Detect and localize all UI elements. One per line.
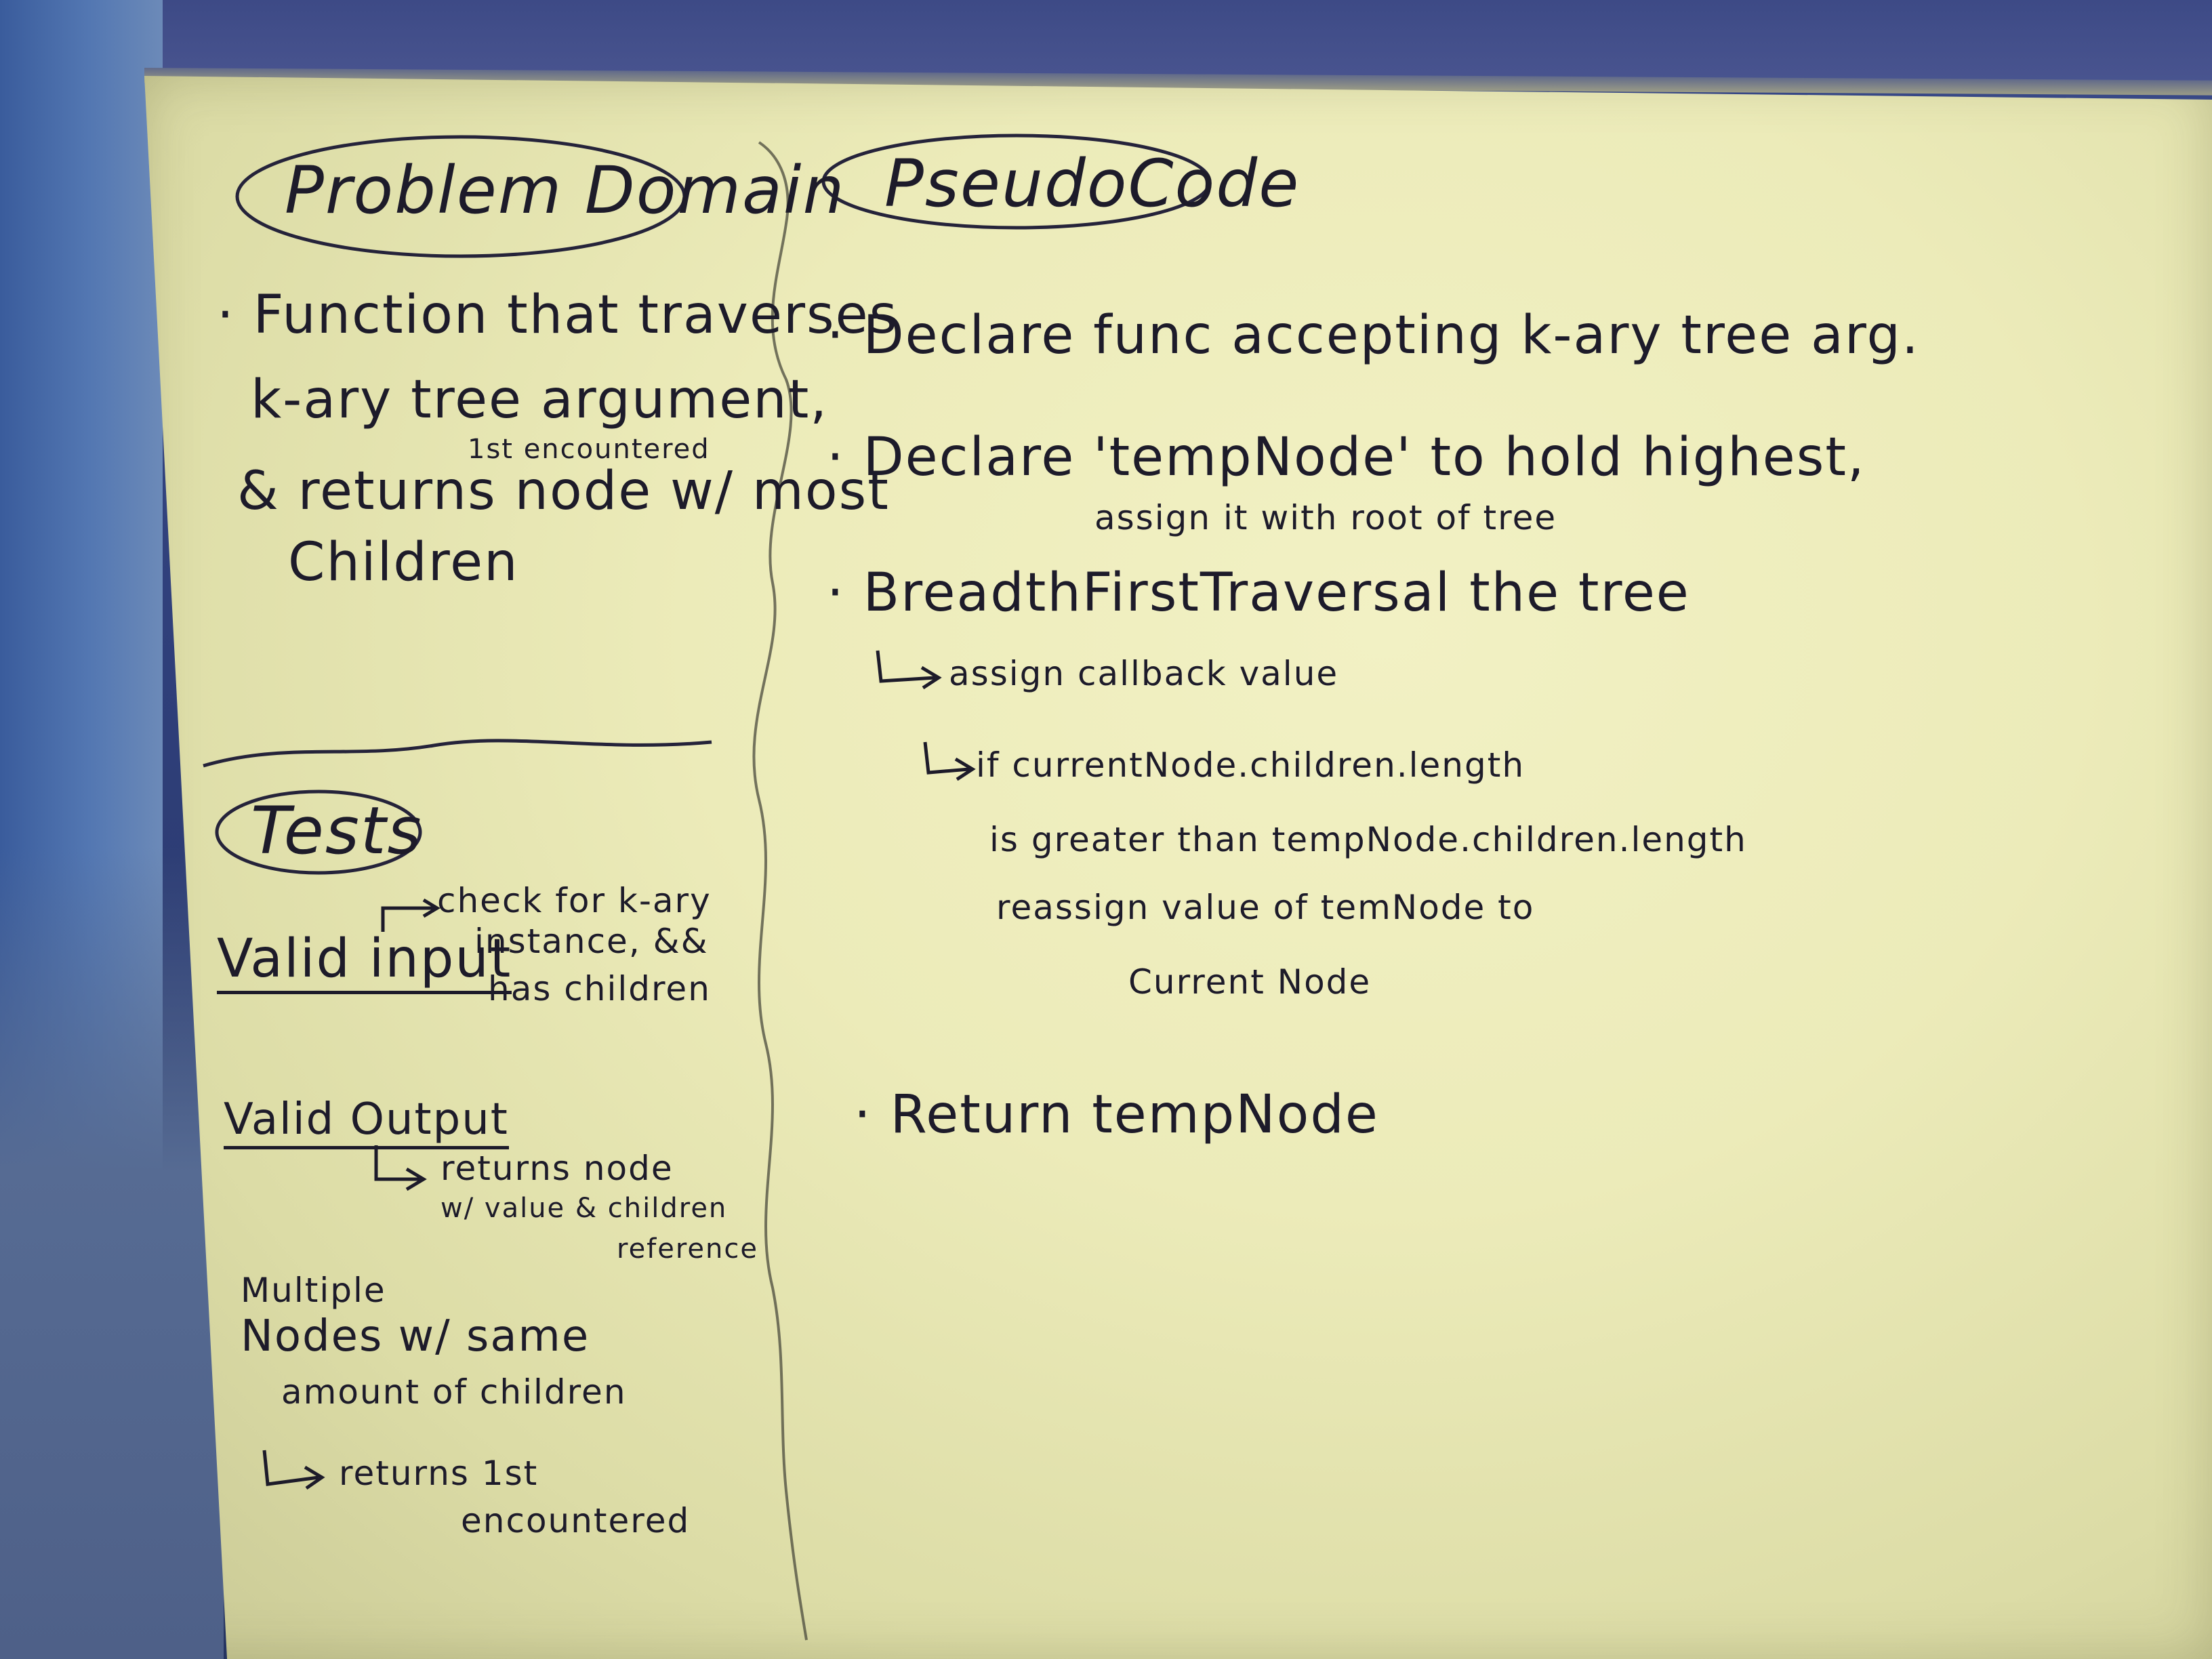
- multiple-line-1: Multiple: [241, 1271, 386, 1310]
- pseudocode-step-3b-3: reassign value of temNode to: [996, 888, 1535, 927]
- valid-input-note-1: check for k-ary: [437, 881, 712, 920]
- multiple-note-2: encountered: [461, 1501, 691, 1540]
- whiteboard: [144, 76, 2212, 1659]
- tests-ellipse: [215, 790, 422, 875]
- horizontal-divider: [203, 739, 712, 768]
- tests-heading: Tests: [251, 793, 423, 869]
- check-arrow: [381, 906, 434, 932]
- valid-output-note-1: returns node: [441, 1149, 674, 1188]
- problem-domain-insert: 1st encountered: [468, 434, 710, 465]
- valid-output-note-2: w/ value & children: [441, 1193, 728, 1224]
- assign-callback-arrow: [876, 650, 936, 683]
- valid-output-label: Valid Output: [224, 1094, 509, 1149]
- pseudocode-step-1: · Declare func accepting k-ary tree arg.: [827, 305, 1920, 366]
- pseudocode-ellipse: [821, 134, 1212, 230]
- pseudocode-step-3a: assign callback value: [949, 654, 1339, 693]
- pseudocode-heading: PseudoCode: [884, 146, 1300, 222]
- returns-node-arrow: [374, 1145, 420, 1181]
- pseudocode-step-3b-2: is greater than tempNode.children.length: [989, 820, 1747, 859]
- problem-domain-ellipse: [235, 135, 687, 258]
- multiple-line-2: Nodes w/ same: [241, 1311, 590, 1361]
- valid-input-note-3: has children: [488, 969, 711, 1008]
- pseudocode-step-3b-4: Current Node: [1128, 962, 1372, 1002]
- problem-domain-line-2: k-ary tree argument,: [251, 369, 829, 430]
- problem-domain-line-1: · Function that traverses: [217, 285, 899, 346]
- pseudocode-step-2b: assign it with root of tree: [1094, 498, 1557, 537]
- problem-domain-line-4: Children: [288, 532, 519, 593]
- if-current-node-arrow: [923, 741, 970, 775]
- pseudocode-step-2a: · Declare 'tempNode' to hold highest,: [827, 427, 1866, 488]
- pseudocode-step-3b-1: if currentNode.children.length: [976, 745, 1525, 785]
- wall-left-shadow: [0, 847, 224, 1659]
- problem-domain-line-3: & returns node w/ most: [237, 461, 890, 522]
- pseudocode-step-3: · BreadthFirstTraversal the tree: [827, 562, 1690, 623]
- pseudocode-step-4: · Return tempNode: [854, 1084, 1379, 1145]
- valid-output-note-3: reference: [617, 1233, 758, 1265]
- multiple-note-1: returns 1st: [339, 1454, 539, 1493]
- valid-input-label: Valid input: [217, 928, 512, 994]
- returns-first-arrow: [262, 1450, 319, 1486]
- valid-input-note-2: instance, &&: [474, 922, 709, 961]
- multiple-line-3: amount of children: [281, 1372, 627, 1412]
- vertical-divider: [752, 141, 808, 1641]
- problem-domain-heading: Problem Domain: [285, 152, 846, 228]
